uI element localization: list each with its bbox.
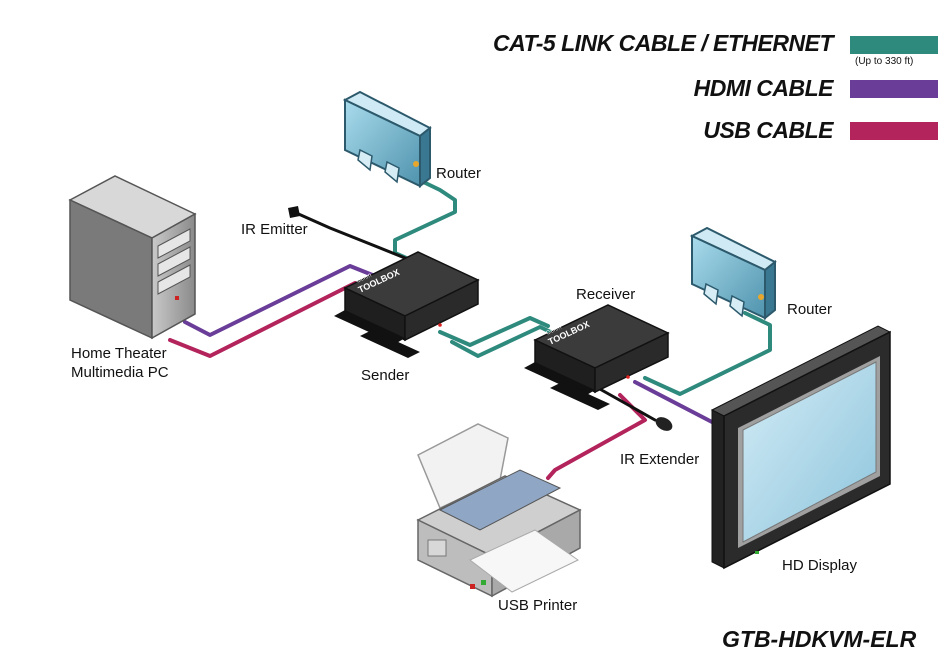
ir-emitter-tip [288, 206, 300, 218]
hdmi-cable-receiver-display [633, 380, 714, 424]
legend-label-cat5: CAT-5 LINK CABLE / ETHERNET [492, 30, 834, 56]
hd-display-icon [710, 325, 892, 570]
pc-label-line1: Home Theater [71, 345, 167, 362]
legend-swatch-hdmi [850, 80, 938, 98]
ir-extender-cable [596, 386, 657, 422]
router-top-label: Router [436, 165, 482, 182]
ir-extender-label: IR Extender [620, 451, 700, 468]
cat5-cable-router-sender [393, 176, 457, 266]
cat5-cable-receiver-router [643, 311, 772, 396]
legend-label-usb: USB CABLE [703, 117, 833, 143]
ir-emitter-cable [292, 210, 412, 262]
legend-label-hdmi: HDMI CABLE [693, 75, 834, 101]
legend-swatch-usb [850, 122, 938, 140]
sender-device-icon: Gefen TOOLBOX [334, 251, 480, 358]
router-top-icon [342, 90, 432, 189]
cat5-link-cable-2 [450, 325, 557, 358]
receiver-device-icon: Gefen TOOLBOX [524, 304, 670, 410]
hdmi-cable-pc-sender [183, 264, 382, 337]
usb-printer-label: USB Printer [498, 597, 578, 614]
ir-extender-tip [655, 417, 673, 431]
sender-label: Sender [361, 367, 410, 384]
legend-swatch-cat5 [850, 36, 938, 54]
cables [168, 176, 772, 480]
cat5-link-cable-1 [438, 316, 550, 347]
receiver-label: Receiver [576, 286, 636, 303]
ir-emitter-label: IR Emitter [241, 221, 308, 238]
router-right-icon [689, 226, 777, 321]
router-right-label: Router [787, 301, 833, 318]
pc-label-line2: Multimedia PC [71, 364, 169, 381]
hd-display-label: HD Display [782, 557, 858, 574]
legend-note-cat5: (Up to 330 ft) [855, 56, 914, 67]
usb-printer-icon [416, 423, 582, 598]
pc-tower-icon [68, 175, 197, 340]
model-number: GTB-HDKVM-ELR [722, 626, 917, 652]
